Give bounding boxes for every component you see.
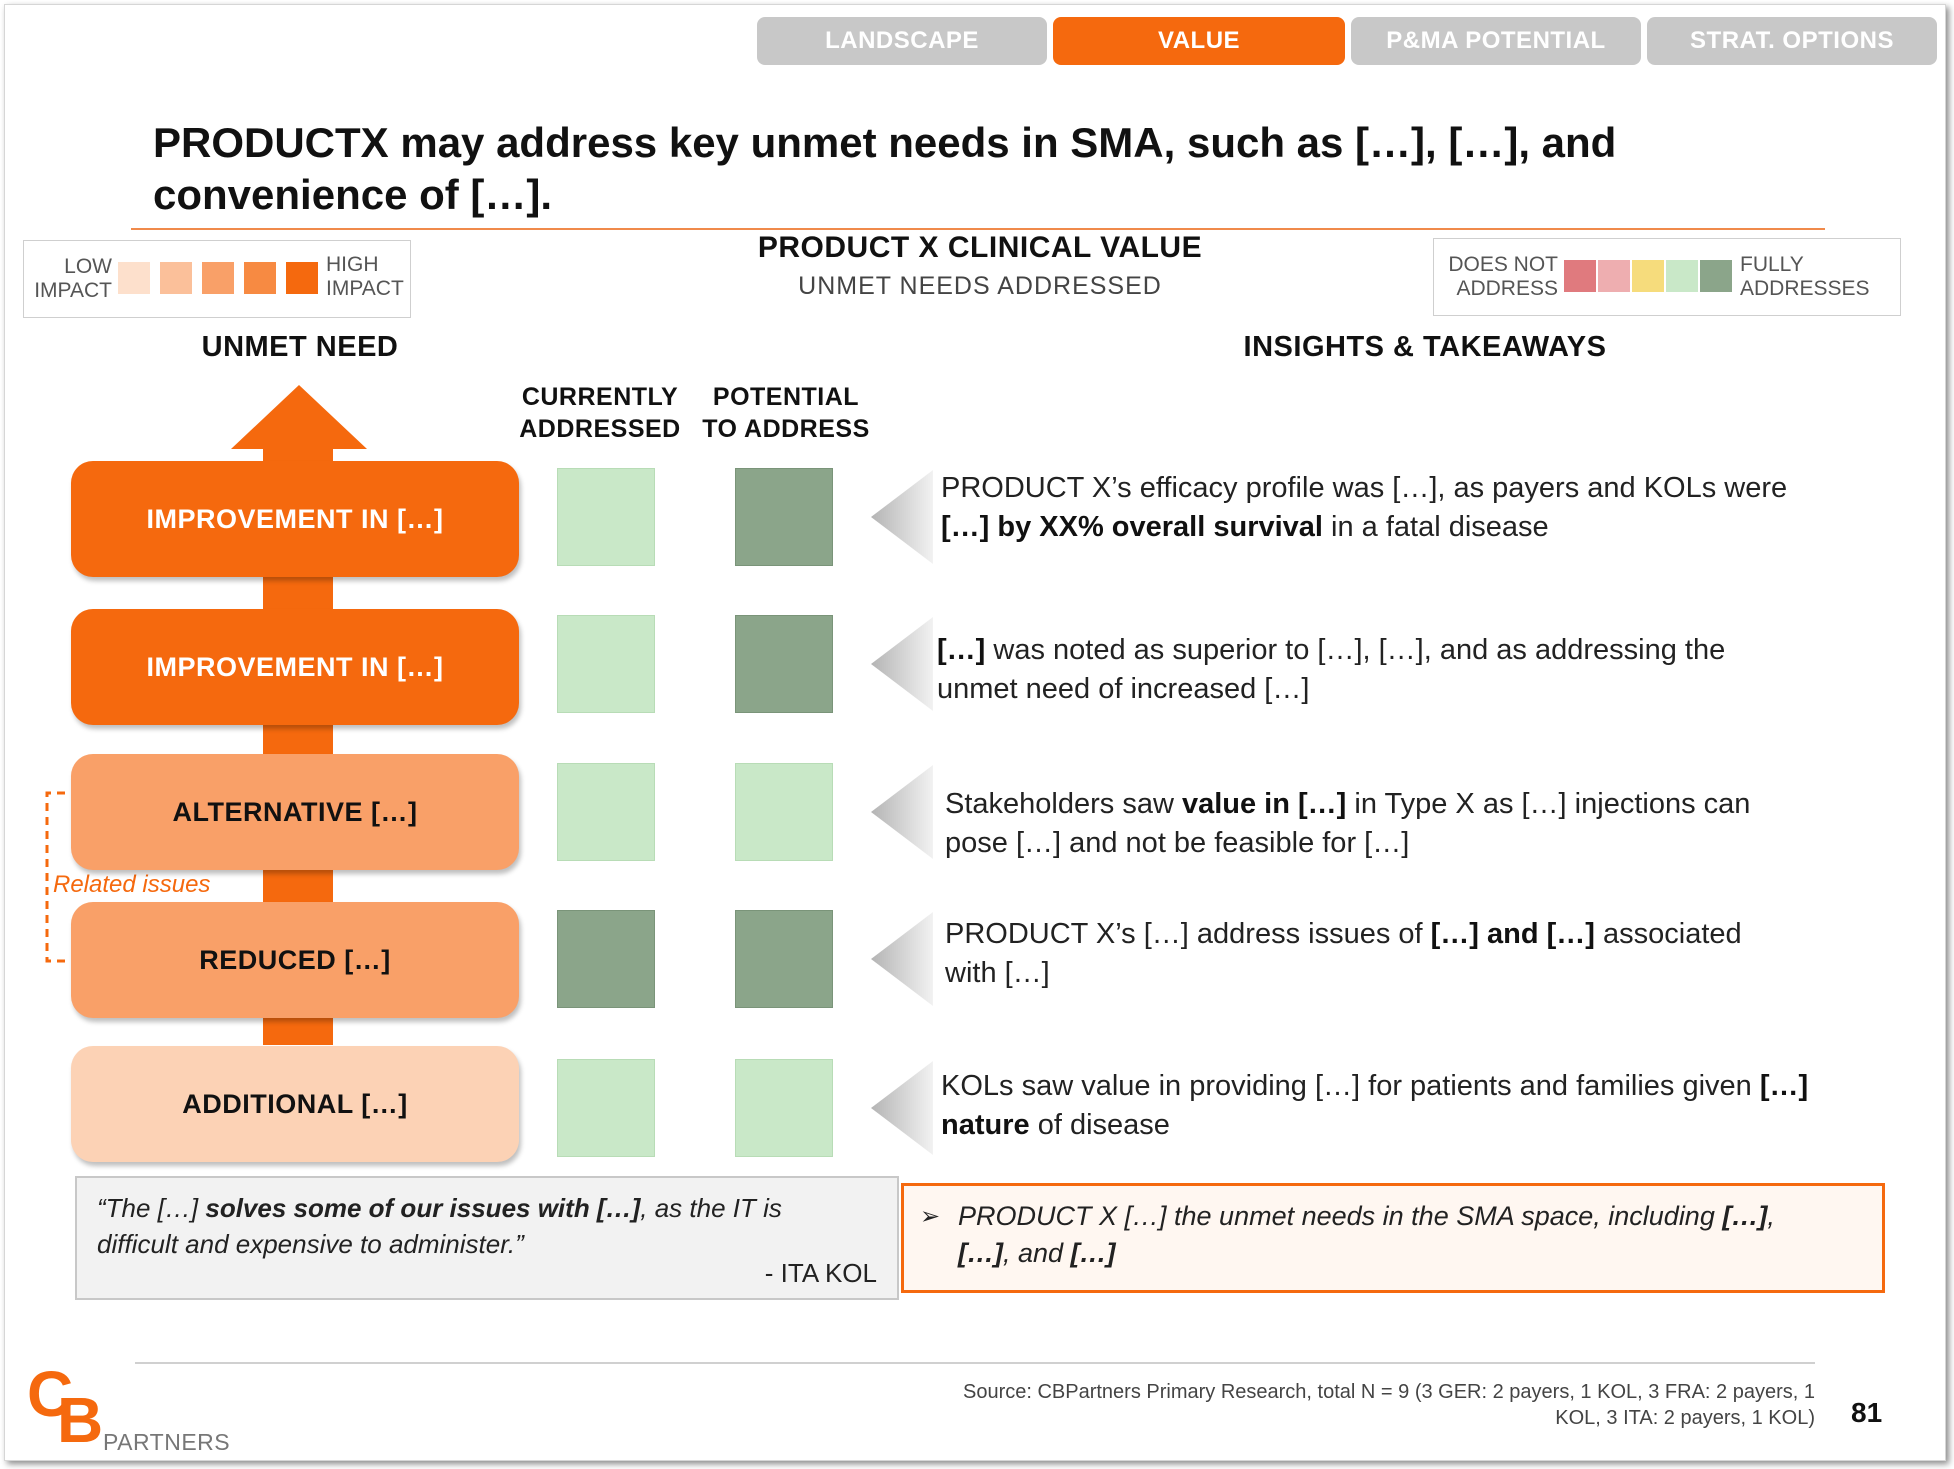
cbpartners-logo: C B PARTNERS: [21, 1361, 251, 1457]
logo-wordmark: PARTNERS: [103, 1429, 231, 1455]
potential-to-address-cell: [735, 468, 833, 566]
insight-line: PRODUCT X’s efficacy profile was […], as…: [941, 472, 1788, 504]
slide: LANDSCAPE VALUE P&MA POTENTIAL STRAT. OP…: [4, 4, 1946, 1461]
currently-addressed-cell: [557, 468, 655, 566]
clinical-value-subtitle: UNMET NEEDS ADDRESSED: [798, 272, 1162, 300]
impact-swatch-4: [244, 262, 276, 294]
tab-landscape[interactable]: LANDSCAPE: [757, 17, 1047, 65]
potential-to-address-cell: [735, 763, 833, 861]
insight-text: Stakeholders saw value in […] in Type X …: [945, 785, 1925, 863]
impact-legend-low: LOW IMPACT: [34, 255, 112, 302]
source-note: Source: CBPartners Primary Research, tot…: [962, 1381, 1815, 1429]
unmet-need-box: ADDITIONAL […]: [71, 1046, 519, 1162]
unmet-need-box: IMPROVEMENT IN […]: [71, 461, 519, 577]
insight-line: […] was noted as superior to […], […], a…: [937, 634, 1726, 666]
clinical-value-title: PRODUCT X CLINICAL VALUE: [757, 231, 1203, 264]
address-legend: DOES NOT ADDRESS FULLY ADDRESSES: [1433, 238, 1901, 316]
insight-text: PRODUCT X’s efficacy profile was […], as…: [941, 469, 1921, 547]
currently-addressed-header: CURRENTLY ADDRESSED: [519, 383, 681, 443]
logo-letter-c: C: [27, 1358, 74, 1430]
slide-title: PRODUCTX may address key unmet needs in …: [153, 117, 1853, 221]
summary-line1: PRODUCT X […] the unmet needs in the SMA…: [958, 1201, 1775, 1231]
address-swatch-5: [1700, 260, 1732, 292]
chevron-left-icon: [871, 1061, 933, 1155]
page-number: 81: [1851, 1397, 1883, 1428]
slide-title-line2: convenience of […].: [153, 171, 553, 218]
related-issues-label: Related issues: [53, 871, 211, 898]
chevron-left-icon: [871, 765, 933, 859]
insight-text: […] was noted as superior to […], […], a…: [937, 631, 1917, 709]
currently-addressed-cell: [557, 615, 655, 713]
address-swatch-4: [1666, 260, 1698, 292]
address-swatch-1: [1564, 260, 1596, 292]
insight-line: pose […] and not be feasible for […]: [945, 827, 1410, 859]
unmet-need-box: IMPROVEMENT IN […]: [71, 609, 519, 725]
potential-to-address-header: POTENTIAL TO ADDRESS: [702, 383, 870, 443]
insights-header: INSIGHTS & TAKEAWAYS: [1243, 331, 1607, 363]
arrow-up-icon: [231, 385, 367, 449]
currently-addressed-cell: [557, 910, 655, 1008]
summary-text: PRODUCT X […] the unmet needs in the SMA…: [958, 1198, 1868, 1272]
unmet-need-header: UNMET NEED: [201, 331, 399, 363]
address-swatch-3: [1632, 260, 1664, 292]
tab-pma-potential[interactable]: P&MA POTENTIAL: [1351, 17, 1641, 65]
impact-swatch-2: [160, 262, 192, 294]
title-divider: [131, 228, 1825, 230]
kol-quote-line2: difficult and expensive to administer.”: [97, 1229, 524, 1259]
insight-line: KOLs saw value in providing […] for pati…: [941, 1070, 1809, 1102]
unmet-need-box: ALTERNATIVE […]: [71, 754, 519, 870]
tab-value[interactable]: VALUE: [1053, 17, 1345, 65]
potential-to-address-cell: [735, 910, 833, 1008]
insight-text: KOLs saw value in providing […] for pati…: [941, 1067, 1921, 1145]
currently-addressed-cell: [557, 763, 655, 861]
bullet-arrow-icon: ➢: [920, 1203, 941, 1230]
tab-strat-options[interactable]: STRAT. OPTIONS: [1647, 17, 1937, 65]
insight-line: […] by XX% overall survival in a fatal d…: [941, 511, 1549, 543]
address-swatch-2: [1598, 260, 1630, 292]
insight-line: with […]: [945, 957, 1050, 989]
footer-divider: [135, 1362, 1815, 1364]
summary-takeaway-box: ➢ PRODUCT X […] the unmet needs in the S…: [901, 1183, 1885, 1293]
currently-addressed-cell: [557, 1059, 655, 1157]
address-legend-right: FULLY ADDRESSES: [1740, 253, 1870, 300]
impact-swatch-3: [202, 262, 234, 294]
logo-letter-b: B: [57, 1384, 104, 1456]
summary-line2: […], and […]: [958, 1238, 1116, 1268]
chevron-left-icon: [871, 617, 933, 711]
impact-swatch-1: [118, 262, 150, 294]
insight-line: unmet need of increased […]: [937, 673, 1310, 705]
address-legend-left: DOES NOT ADDRESS: [1448, 253, 1558, 300]
kol-quote-text: “The […] solves some of our issues with …: [97, 1190, 887, 1262]
kol-quote-line1: “The […] solves some of our issues with …: [97, 1193, 782, 1223]
slide-title-line1: PRODUCTX may address key unmet needs in …: [153, 119, 1617, 166]
impact-legend-high: HIGH IMPACT: [326, 253, 404, 300]
chevron-left-icon: [871, 470, 933, 564]
kol-quote-box: “The […] solves some of our issues with …: [75, 1176, 899, 1300]
insight-line: Stakeholders saw value in […] in Type X …: [945, 788, 1751, 820]
chevron-left-icon: [871, 912, 933, 1006]
impact-legend: LOW IMPACT HIGH IMPACT: [23, 240, 411, 318]
potential-to-address-cell: [735, 1059, 833, 1157]
insight-line: PRODUCT X’s […] address issues of […] an…: [945, 918, 1742, 950]
insight-line: nature of disease: [941, 1109, 1170, 1141]
potential-to-address-cell: [735, 615, 833, 713]
insight-text: PRODUCT X’s […] address issues of […] an…: [945, 915, 1925, 993]
impact-swatch-5: [286, 262, 318, 294]
unmet-need-box: REDUCED […]: [71, 902, 519, 1018]
kol-quote-attribution: - ITA KOL: [764, 1258, 877, 1288]
